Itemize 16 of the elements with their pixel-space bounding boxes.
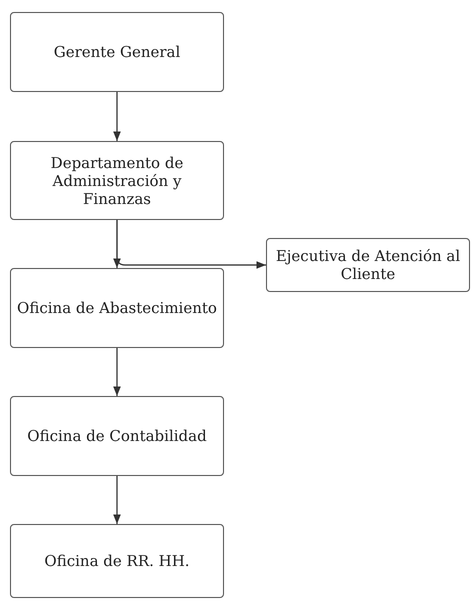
box-label: Oficina de Contabilidad (27, 427, 207, 445)
org-box (10, 396, 224, 476)
arrow (113, 476, 121, 524)
org-box (10, 12, 224, 92)
box-label: Oficina de RR. HH. (44, 552, 190, 570)
box-label: Ejecutiva de Atención al Cliente (274, 247, 462, 283)
org-box (10, 141, 224, 220)
box-label: Gerente General (54, 43, 180, 61)
box-label: Departamento de Administración y Finanzas (50, 154, 184, 208)
arrow (113, 92, 121, 141)
org-box (10, 268, 224, 348)
org-box (266, 238, 470, 292)
org-box (10, 524, 224, 598)
arrow (113, 348, 121, 396)
box-label: Oficina de Abastecimiento (17, 299, 217, 317)
arrow (116, 220, 266, 269)
